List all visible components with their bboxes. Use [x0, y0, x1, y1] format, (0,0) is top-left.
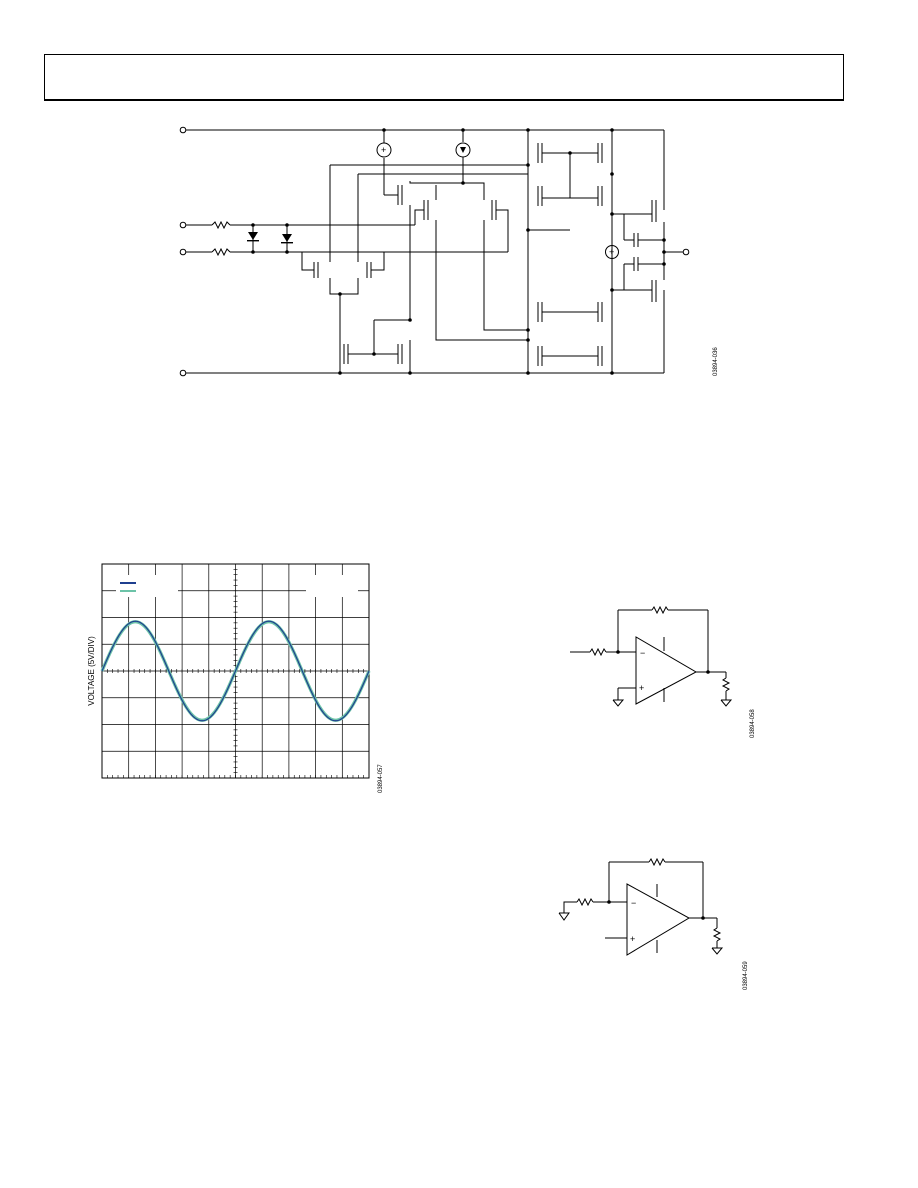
inverting-input-sign: −	[631, 898, 636, 908]
source-plus-sign: +	[381, 145, 386, 155]
opamp-triangle	[626, 883, 691, 956]
noninverting-amplifier-diagram: − + 03894-059	[558, 857, 749, 990]
page-header	[44, 54, 844, 101]
inverting-amplifier-diagram: − + 03894-058	[570, 605, 756, 738]
inverting-amp-figure-id: 03894-058	[750, 709, 756, 738]
opamp-triangle	[635, 636, 698, 705]
y-axis-label: VOLTAGE (5V/DIV)	[87, 636, 96, 706]
scope-chart: VOLTAGE (5V/DIV) 03894-057	[87, 563, 384, 793]
legend-background	[116, 575, 178, 597]
scope-legend	[116, 575, 358, 597]
annotation-background	[306, 575, 358, 597]
noninverting-amp-figure-id: 03894-059	[743, 961, 749, 990]
noninverting-input-sign: +	[639, 683, 644, 693]
schematic-figure-id: 03894-036	[713, 347, 719, 376]
scope-figure-id: 03894-057	[378, 764, 384, 793]
inverting-input-sign: −	[640, 648, 645, 658]
source-plus-sign: +	[609, 247, 614, 257]
series-a-line	[101, 620, 370, 722]
noninverting-input-sign: +	[630, 934, 635, 944]
simplified-schematic: + + 03894-036	[179, 126, 719, 377]
